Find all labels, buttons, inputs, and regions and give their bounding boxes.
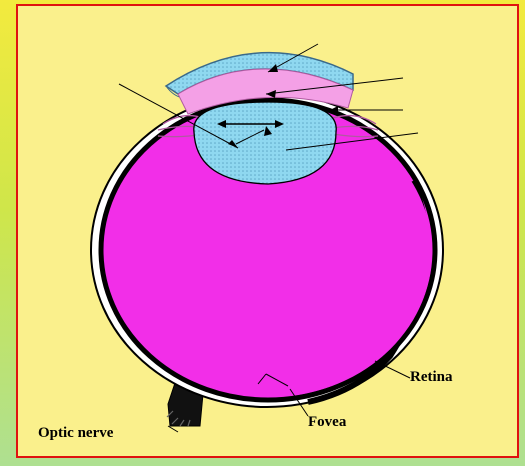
- fovea-label: Fovea: [308, 414, 346, 431]
- eye-diagram: [18, 6, 521, 460]
- lens: [194, 102, 336, 184]
- retina-label: Retina: [410, 369, 453, 386]
- optic-nerve-label: Optic nerve: [38, 425, 113, 442]
- diagram-panel: Retina Fovea Optic nerve: [16, 4, 519, 458]
